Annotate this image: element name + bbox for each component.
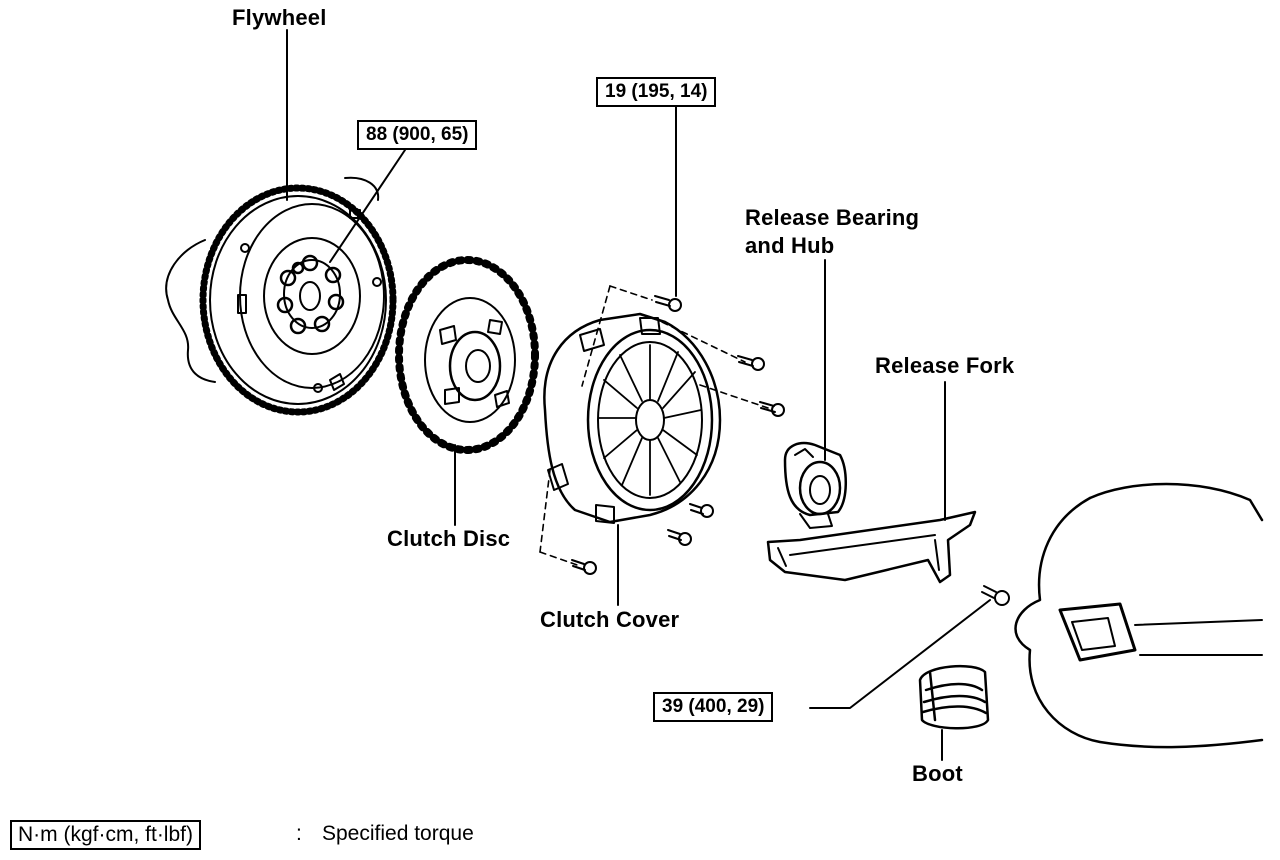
label-release-bearing-line2: and Hub [745,233,835,258]
cover-bolts [571,295,785,575]
transmission-case [1014,482,1264,749]
leader-lines [286,29,991,761]
legend-unit-box: N·m (kgf·cm, ft·lbf) [10,820,201,850]
legend-description: Specified torque [322,822,474,845]
torque-cover-bolt: 19 (195, 14) [596,77,717,107]
label-clutch-disc: Clutch Disc [387,526,511,551]
torque-fork-pivot: 39 (400, 29) [653,692,774,722]
label-boot: Boot [912,761,963,786]
label-release-fork: Release Fork [875,353,1015,378]
cover-bolt-paths [539,285,769,567]
label-flywheel: Flywheel [232,5,327,30]
clutch-disc-part [395,256,539,454]
release-bearing-part [783,441,847,529]
flywheel-part [165,176,397,416]
label-clutch-cover: Clutch Cover [540,607,680,632]
clutch-cover-part [543,312,722,524]
release-fork-part [766,510,977,584]
boot-part [918,665,990,730]
torque-flywheel-bolt: 88 (900, 65) [357,120,478,150]
label-release-bearing-line1: Release Bearing [745,205,920,230]
fork-pivot-bolt [981,585,1010,606]
legend-separator: : [296,822,302,845]
